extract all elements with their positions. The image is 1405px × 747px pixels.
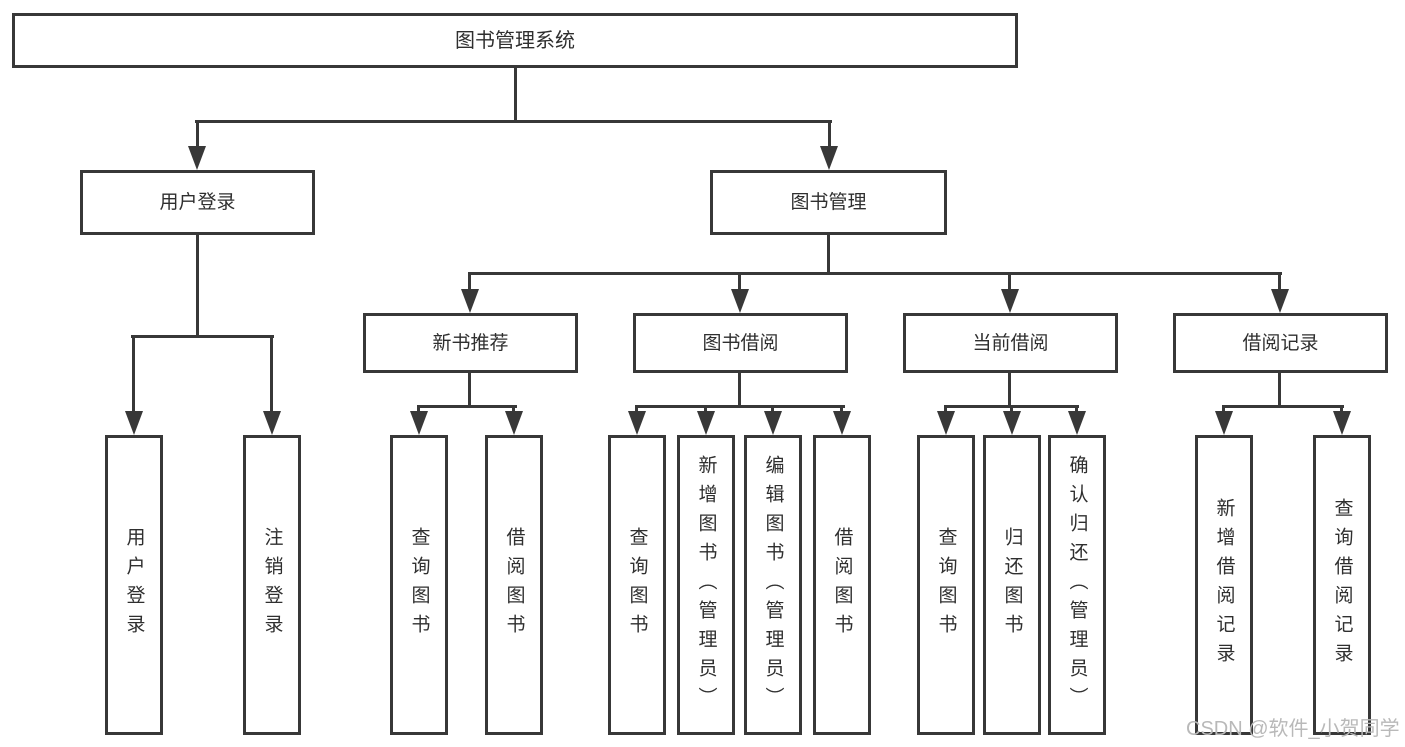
arrowhead-icon (1001, 289, 1019, 313)
edge-line (417, 405, 420, 411)
leaf-return-books: 归还图书 (983, 435, 1041, 735)
edge-line (1340, 405, 1343, 411)
edge-line (196, 235, 199, 337)
arrowhead-icon (833, 411, 851, 435)
leaf-label: 查询借阅记录 (1331, 498, 1353, 672)
node-book-borrowing: 图书借阅 (633, 313, 848, 373)
arrowhead-icon (1333, 411, 1351, 435)
leaf-query-books-2: 查询图书 (608, 435, 666, 735)
edge-line (704, 405, 707, 411)
arrowhead-icon (461, 289, 479, 313)
edge-line (514, 68, 517, 123)
arrowhead-icon (628, 411, 646, 435)
edge-line (738, 373, 741, 407)
leaf-query-borrow-record: 查询借阅记录 (1313, 435, 1371, 735)
edge-line (196, 120, 199, 146)
node-current-borrowing: 当前借阅 (903, 313, 1118, 373)
edge-line (468, 272, 1282, 275)
arrowhead-icon (820, 146, 838, 170)
leaf-label: 新增借阅记录 (1213, 498, 1235, 672)
edge-line (635, 405, 845, 408)
edge-line (771, 405, 774, 411)
edge-line (1278, 272, 1281, 289)
edge-line (827, 235, 830, 274)
arrowhead-icon (731, 289, 749, 313)
edge-line (1008, 272, 1011, 289)
arrowhead-icon (1003, 411, 1021, 435)
edge-line (195, 120, 832, 123)
arrowhead-icon (937, 411, 955, 435)
arrowhead-icon (1271, 289, 1289, 313)
leaf-query-books-3: 查询图书 (917, 435, 975, 735)
edge-line (417, 405, 517, 408)
leaf-label: 用户登录 (123, 527, 145, 643)
arrowhead-icon (764, 411, 782, 435)
node-user-login: 用户登录 (80, 170, 315, 235)
watermark: CSDN @软件_小贺同学 (1186, 718, 1400, 740)
edge-line (1010, 405, 1013, 411)
edge-line (738, 272, 741, 289)
leaf-add-borrow-record: 新增借阅记录 (1195, 435, 1253, 735)
leaf-label: 注销登录 (261, 527, 283, 643)
edge-line (1278, 373, 1281, 407)
leaf-label: 查询图书 (935, 527, 957, 643)
edge-line (1222, 405, 1225, 411)
node-new-book-recommendation: 新书推荐 (363, 313, 578, 373)
edge-line (468, 373, 471, 407)
node-root: 图书管理系统 (12, 13, 1018, 68)
edge-line (270, 335, 273, 411)
leaf-label: 归还图书 (1001, 527, 1023, 643)
leaf-label: 确认归还（管理员） (1066, 454, 1088, 716)
arrowhead-icon (505, 411, 523, 435)
leaf-confirm-return-admin: 确认归还（管理员） (1048, 435, 1106, 735)
leaf-label: 查询图书 (408, 527, 430, 643)
edge-line (1008, 373, 1011, 407)
arrowhead-icon (263, 411, 281, 435)
node-borrowing-records: 借阅记录 (1173, 313, 1388, 373)
arrowhead-icon (697, 411, 715, 435)
edge-line (944, 405, 947, 411)
arrowhead-icon (1068, 411, 1086, 435)
arrowhead-icon (1215, 411, 1233, 435)
edge-line (468, 272, 471, 289)
edge-line (131, 335, 274, 338)
leaf-label: 新增图书（管理员） (695, 454, 717, 716)
leaf-logout: 注销登录 (243, 435, 301, 735)
leaf-user-login: 用户登录 (105, 435, 163, 735)
leaf-edit-book-admin: 编辑图书（管理员） (744, 435, 802, 735)
leaf-label: 借阅图书 (503, 527, 525, 643)
leaf-borrow-books-1: 借阅图书 (485, 435, 543, 735)
leaf-add-book-admin: 新增图书（管理员） (677, 435, 735, 735)
edge-line (512, 405, 515, 411)
edge-line (132, 335, 135, 411)
edge-line (1075, 405, 1078, 411)
edge-line (840, 405, 843, 411)
arrowhead-icon (188, 146, 206, 170)
leaf-query-books-1: 查询图书 (390, 435, 448, 735)
arrowhead-icon (410, 411, 428, 435)
leaf-borrow-books-2: 借阅图书 (813, 435, 871, 735)
leaf-label: 编辑图书（管理员） (762, 454, 784, 716)
edge-line (1222, 405, 1344, 408)
leaf-label: 借阅图书 (831, 527, 853, 643)
edge-line (828, 120, 831, 146)
leaf-label: 查询图书 (626, 527, 648, 643)
node-book-management: 图书管理 (710, 170, 947, 235)
edge-line (635, 405, 638, 411)
arrowhead-icon (125, 411, 143, 435)
